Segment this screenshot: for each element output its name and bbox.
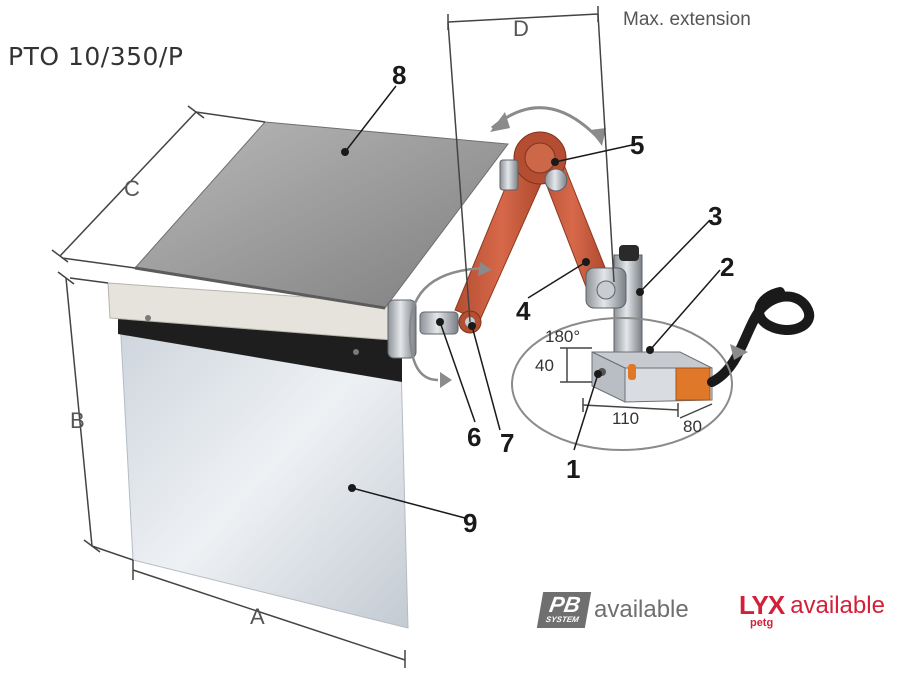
hinge-rotation-arc bbox=[408, 266, 488, 382]
screw-icon bbox=[353, 349, 359, 355]
rotation-ellipse bbox=[511, 317, 733, 451]
seal-strip bbox=[118, 318, 402, 382]
arc-arrow-right-icon bbox=[590, 128, 606, 146]
callout-2: 2 bbox=[720, 252, 734, 282]
hinge-arrow-top-icon bbox=[478, 262, 492, 276]
rotation-label: 180° bbox=[545, 327, 580, 346]
post-joint-bolt bbox=[596, 280, 616, 300]
dimension-d-label: D bbox=[513, 16, 529, 41]
base-length-label: 110 bbox=[612, 409, 639, 428]
pb-system-badge: PB SYSTEM available bbox=[536, 592, 689, 628]
post-cap bbox=[619, 245, 639, 261]
base-switch-2 bbox=[628, 364, 636, 380]
pb-available-text: available bbox=[594, 596, 689, 623]
callout-leaders bbox=[344, 85, 721, 519]
callout-6: 6 bbox=[467, 422, 481, 452]
base-height-label: 40 bbox=[535, 356, 554, 375]
dimension-a-label: A bbox=[250, 604, 265, 629]
pb-logo-text: PB bbox=[547, 592, 583, 617]
callout-dots bbox=[341, 148, 654, 492]
lyx-logo-subtext: petg bbox=[749, 617, 774, 629]
elbow-joint-cap bbox=[524, 142, 556, 174]
pb-logo-subtext: SYSTEM bbox=[545, 615, 580, 624]
dimension-lines bbox=[51, 6, 713, 668]
elbow-bolt bbox=[544, 168, 568, 192]
elbow-clamp bbox=[499, 159, 519, 191]
power-cable bbox=[707, 287, 815, 387]
cover-top-plate bbox=[134, 121, 509, 309]
guard-hinge bbox=[387, 299, 417, 359]
callout-3: 3 bbox=[708, 201, 722, 231]
base-orange-block bbox=[675, 367, 711, 401]
screw-icon bbox=[145, 315, 151, 321]
hinge-arrow-icon bbox=[440, 372, 452, 388]
arc-arrow-left-icon bbox=[490, 112, 510, 132]
lyx-available-text: available bbox=[790, 592, 885, 619]
lyx-logo: LYX petg bbox=[739, 590, 785, 629]
callout-5: 5 bbox=[630, 130, 644, 160]
rotation-arrow-icon bbox=[730, 344, 748, 360]
lyx-logo-text: LYX bbox=[739, 590, 785, 620]
callout-4: 4 bbox=[516, 296, 531, 326]
dimension-b-label: B bbox=[70, 408, 85, 433]
callout-8: 8 bbox=[392, 60, 406, 90]
product-title: PTO 10/350/P bbox=[8, 42, 184, 71]
plate-edge bbox=[134, 266, 386, 310]
lyx-badge: LYX petg available bbox=[739, 590, 885, 629]
max-extension-label: Max. extension bbox=[623, 9, 751, 30]
callout-1: 1 bbox=[566, 454, 580, 484]
pb-system-logo: PB SYSTEM bbox=[536, 592, 592, 628]
callout-9: 9 bbox=[463, 508, 477, 538]
dimension-c-label: C bbox=[124, 176, 140, 201]
callout-7: 7 bbox=[500, 428, 514, 458]
base-width-label: 80 bbox=[683, 417, 702, 436]
